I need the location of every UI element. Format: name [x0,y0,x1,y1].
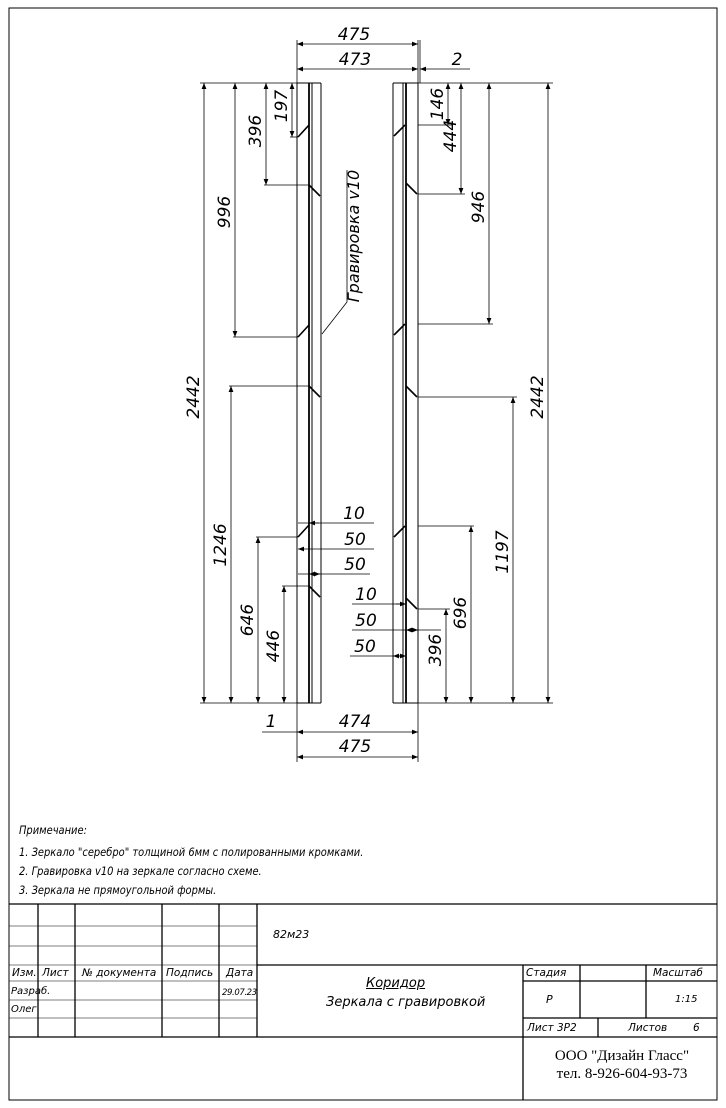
dim-right-444: 444 [441,120,461,152]
dim-right-50a: 50 [355,611,377,631]
right-engraving-notches [393,124,418,610]
header-sheet: Лист [42,967,69,979]
left-mirror [296,82,322,704]
dim-left-50a: 50 [344,530,366,550]
scale-label: Масштаб [653,967,703,979]
dim-bottom-474: 474 [339,712,371,732]
drawing-title: Коридор [366,976,426,991]
sheet-frame [8,7,718,1101]
dim-left-996: 996 [215,196,235,229]
header-change: Изм. [12,967,37,979]
doc-code: 82м23 [273,928,310,941]
top-dimensions [296,40,470,83]
dim-right-946: 946 [469,191,489,224]
sheet-label: Лист 3Р2 [527,1022,577,1034]
dim-right-396: 396 [426,634,446,667]
dim-left-50b: 50 [344,555,366,575]
dim-right-1197: 1197 [493,530,513,573]
bottom-dimensions [262,703,419,762]
dim-bottom-475: 475 [339,737,371,757]
stage-value: Р [546,993,553,1006]
title-block-thin-grid [9,925,257,1019]
dim-left-2442: 2442 [184,375,204,418]
left-engraving-notches [297,124,321,598]
left-detail-dimensions [298,520,374,577]
dim-left-646: 646 [238,604,258,637]
notes-heading: Примечание: [19,823,87,837]
sheets-label: Листов [628,1022,668,1034]
developed-label: Разраб. [11,986,51,997]
date-value: 29.07.23 [222,988,257,998]
dim-right-10: 10 [355,585,377,605]
dim-top-2: 2 [452,50,463,70]
drawing-subtitle: Зеркала с гравировкой [326,995,486,1010]
dim-right-2442: 2442 [528,375,548,418]
note-item-3: 3. Зеркала не прямоугольной формы. [19,883,217,897]
dim-right-146: 146 [428,88,448,121]
dim-right-50b: 50 [354,637,376,657]
header-date: Дата [226,967,254,979]
stage-label: Стадия [526,967,567,979]
dim-left-197: 197 [272,90,292,123]
sheets-value: 6 [693,1022,700,1034]
right-mirror [392,82,419,704]
right-vertical-dimensions [418,82,553,704]
dim-left-396: 396 [246,115,266,148]
dim-left-10: 10 [343,504,365,524]
note-item-1: 1. Зеркало "серебро" толщиной 6мм с поли… [19,845,364,859]
engraving-callout-label: Гравировка v10 [344,170,363,302]
dim-left-1246: 1246 [211,523,231,566]
engraving-callout-leader [321,170,348,335]
header-signature: Подпись [166,967,214,979]
dim-top-475: 475 [338,25,370,45]
company-name: ООО "Дизайн Гласс" [554,1048,690,1064]
note-item-2: 2. Гравировка v10 на зеркале согласно сх… [19,864,262,878]
dim-left-446: 446 [264,630,284,663]
developer-name: Олег [11,1004,37,1015]
company-phone: тел. 8-926-604-93-73 [556,1066,688,1082]
dim-top-473: 473 [339,50,371,70]
left-vertical-dimensions [200,82,309,704]
header-doc-no: № документа [82,967,157,979]
dim-bottom-1: 1 [266,712,277,732]
scale-value: 1:15 [675,994,698,1005]
dim-right-696: 696 [451,597,471,630]
right-detail-dimensions [350,601,441,659]
